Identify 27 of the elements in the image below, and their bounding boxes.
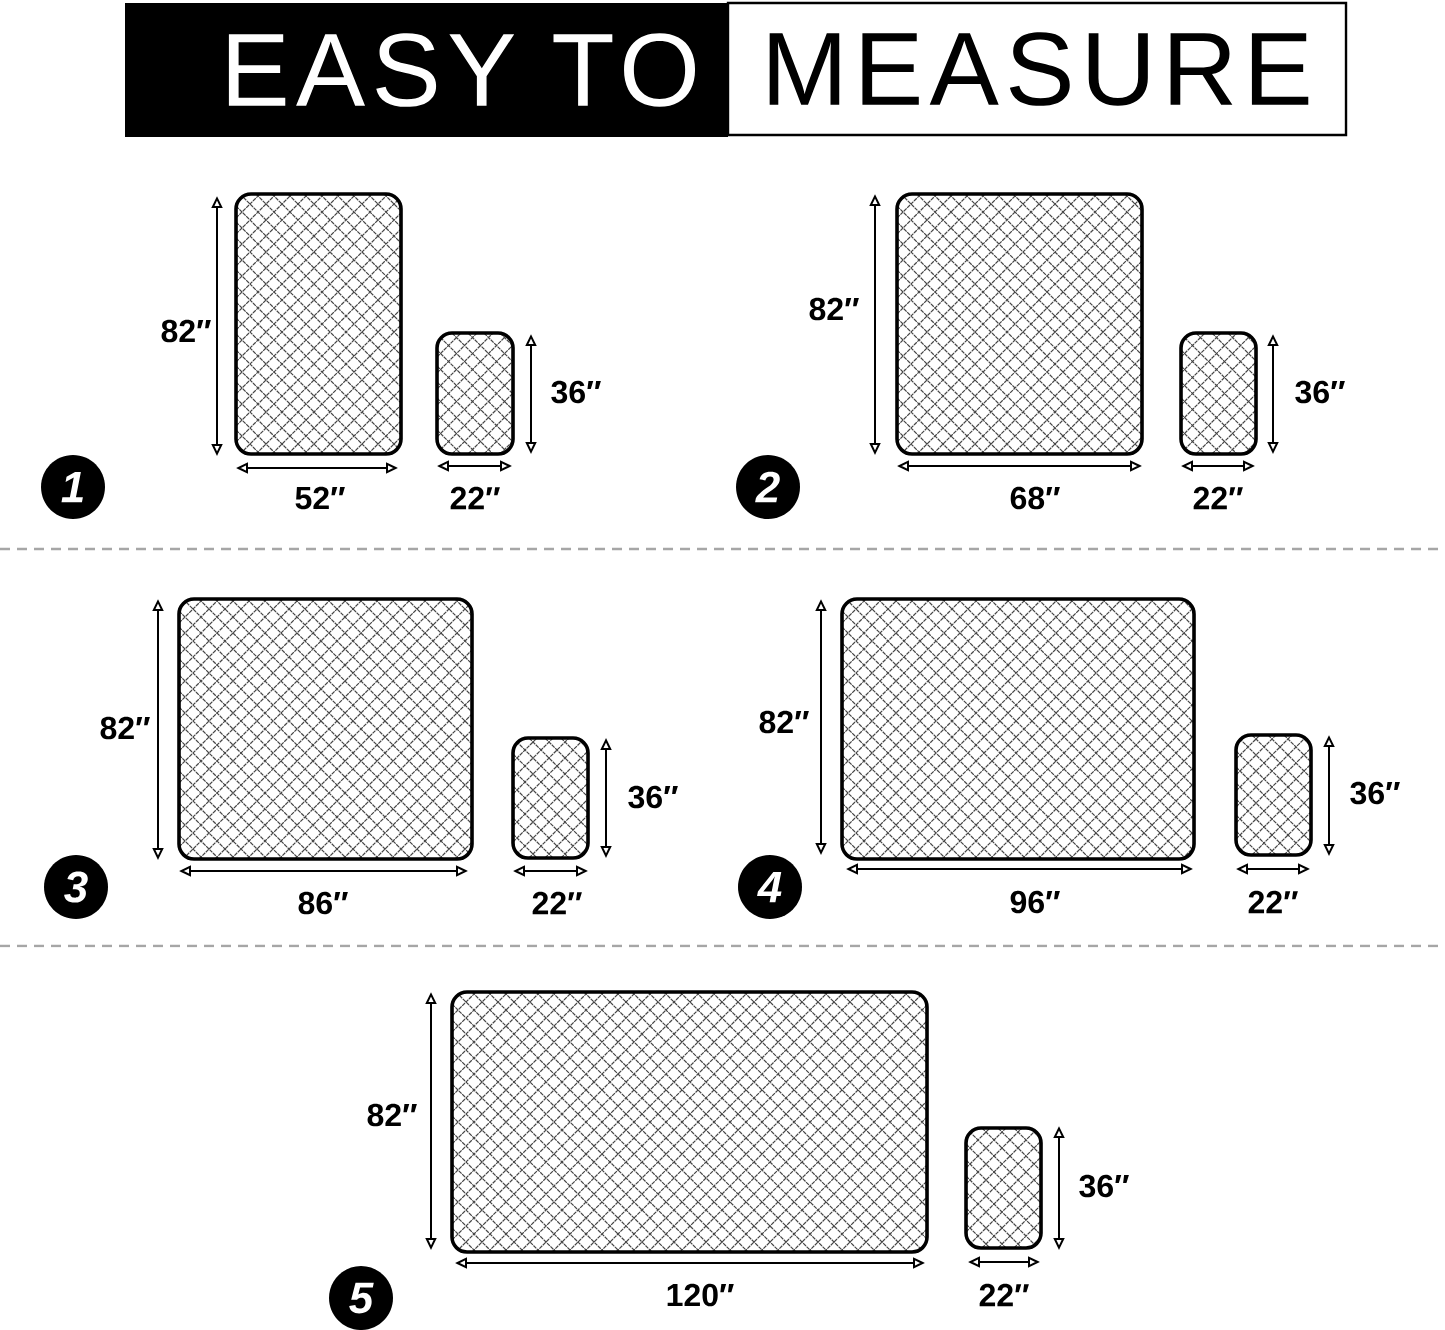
dimension-label: 120″ xyxy=(667,1283,734,1307)
number-badge: 3 xyxy=(44,855,108,919)
dimension-label: 36″ xyxy=(1295,380,1345,404)
dimension-label: 22″ xyxy=(1193,486,1243,510)
dimension-label: 82″ xyxy=(759,710,809,734)
dimension-label: 52″ xyxy=(295,486,345,510)
dimension-label: 22″ xyxy=(979,1283,1029,1307)
dimension-label: 96″ xyxy=(1010,890,1060,914)
dimension-label: 36″ xyxy=(628,785,678,809)
dimension-label: 22″ xyxy=(1248,890,1298,914)
dimension-label: 82″ xyxy=(100,716,150,740)
dimension-label: 36″ xyxy=(1079,1174,1129,1198)
number-badge: 2 xyxy=(736,455,800,519)
dimension-label: 22″ xyxy=(532,891,582,915)
dimension-label: 82″ xyxy=(161,319,211,343)
heading-box: MEASURE xyxy=(726,1,1348,137)
dimension-label: 82″ xyxy=(809,297,859,321)
dimension-label: 36″ xyxy=(1350,781,1400,805)
number-badge: 5 xyxy=(329,1266,393,1330)
dimension-label: 36″ xyxy=(551,380,601,404)
number-badge: 1 xyxy=(41,455,105,519)
dimension-label: 82″ xyxy=(367,1103,417,1127)
dimension-label: 86″ xyxy=(298,891,348,915)
number-badge: 4 xyxy=(738,855,802,919)
dimension-label: 22″ xyxy=(450,486,500,510)
dimension-label: 68″ xyxy=(1010,486,1060,510)
heading-banner: EASY TO xyxy=(125,3,728,137)
